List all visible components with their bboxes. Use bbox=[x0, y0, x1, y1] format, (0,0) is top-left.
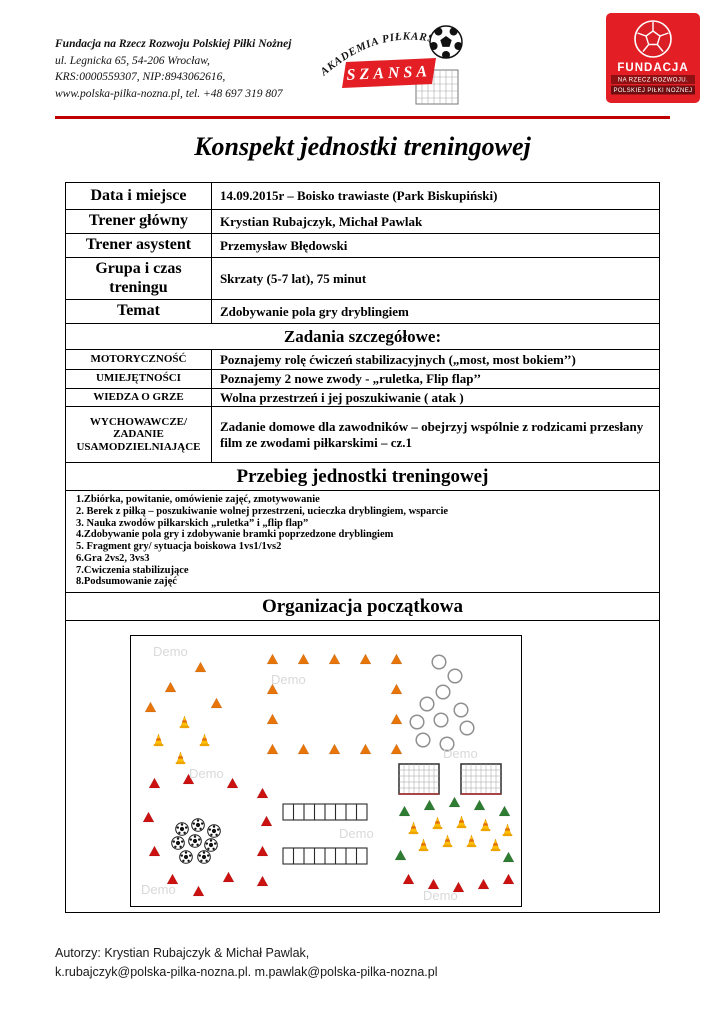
foundation-name: FUNDACJA bbox=[617, 62, 688, 74]
organisation-address: ul. Legnicka 65, 54-206 Wrocław, bbox=[55, 54, 210, 67]
diagram-row: Demo Demo Demo Demo Demo Demo Demo bbox=[65, 620, 660, 914]
footballs-cluster bbox=[171, 817, 221, 864]
plan-item: 4.Zdobywanie pola gry i zdobywanie bramk… bbox=[76, 529, 394, 541]
detail-value: Poznajemy rolę ćwiczeń stabilizacyjnych … bbox=[210, 349, 661, 370]
training-plan-table: Data i miejsce 14.09.2015r – Boisko traw… bbox=[65, 182, 661, 914]
organisation-contact: www.polska-pilka-nozna.pl, tel. +48 697 … bbox=[55, 88, 283, 101]
foundation-subtitle-2: POLSKIEJ PIŁKI NOŻNEJ bbox=[613, 87, 692, 94]
row-value: Zdobywanie pola gry dryblingiem bbox=[210, 299, 661, 324]
row-label: Temat bbox=[65, 299, 212, 324]
plan-item: 8.Podsumowanie zajęć bbox=[76, 576, 177, 588]
info-row: Trener asystent Przemysław Błędowski bbox=[65, 233, 661, 258]
plan-item: 1.Zbiórka, powitanie, omówienie zajęć, z… bbox=[76, 494, 320, 506]
detail-value: Poznajemy 2 nowe zwody - „ruletka, Flip … bbox=[210, 369, 661, 389]
organisation-registration: KRS:0000559307, NIP:8943062616, bbox=[55, 71, 226, 84]
plan-item: 6.Gra 2vs2, 3vs3 bbox=[76, 552, 150, 564]
field-drawing bbox=[142, 653, 515, 896]
diagram-cell: Demo Demo Demo Demo Demo Demo Demo bbox=[65, 620, 660, 914]
info-row: Grupa i czas treningu Skrzaty (5-7 lat),… bbox=[65, 257, 661, 300]
red-cones-bottomright bbox=[402, 873, 515, 892]
organisation-info: Fundacja na Rzecz Rozwoju Polskiej Piłki… bbox=[55, 36, 327, 103]
detail-row: WIEDZA O GRZE Wolna przestrzeń i jej pos… bbox=[65, 387, 661, 408]
info-row: Data i miejsce 14.09.2015r – Boisko traw… bbox=[65, 182, 661, 210]
striped-cones-bottomright bbox=[408, 815, 513, 852]
detail-label: WIEDZA O GRZE bbox=[65, 387, 212, 408]
detail-label: WYCHOWAWCZE/ ZADANIE USAMODZIELNIAJĄCE bbox=[65, 406, 212, 464]
section-title-plan: Przebieg jednostki treningowej bbox=[65, 462, 660, 492]
striped-cones-topleft bbox=[153, 715, 210, 765]
detail-label: UMIEJĘTNOŚCI bbox=[65, 369, 212, 389]
row-value: Przemysław Błędowski bbox=[210, 233, 661, 258]
cone-rectangle-grid bbox=[266, 653, 403, 754]
row-label: Trener główny bbox=[65, 209, 212, 234]
academy-name-banner: SZANSA bbox=[342, 58, 436, 88]
row-value: 14.09.2015r – Boisko trawiaste (Park Bis… bbox=[210, 182, 661, 210]
authors-footer: Autorzy: Krystian Rubajczyk & Michał Paw… bbox=[55, 944, 438, 983]
plan-item: 3. Nauka zwodów piłkarskich „ruletka” i … bbox=[76, 517, 309, 529]
training-field-diagram: Demo Demo Demo Demo Demo Demo Demo bbox=[130, 634, 522, 907]
header-divider bbox=[55, 116, 670, 119]
detail-label: MOTORYCZNOŚĆ bbox=[65, 349, 212, 370]
row-value: Skrzaty (5-7 lat), 75 minut bbox=[210, 257, 661, 300]
agility-ladders bbox=[282, 803, 368, 865]
plan-item: 2. Berek z piłką – poszukiwanie wolnej p… bbox=[76, 505, 449, 517]
page-title: Konspekt jednostki treningowej bbox=[194, 132, 531, 161]
academy-name: SZANSA bbox=[346, 63, 431, 84]
goal-sketch-icon bbox=[415, 69, 459, 105]
row-label: Trener asystent bbox=[65, 233, 212, 258]
organisation-name: Fundacja na Rzecz Rozwoju Polskiej Piłki… bbox=[55, 38, 292, 50]
row-label: Data i miejsce bbox=[65, 182, 212, 210]
section-row: Zadania szczegółowe: bbox=[65, 323, 660, 350]
mini-goals bbox=[398, 762, 502, 795]
row-label: Grupa i czas treningu bbox=[65, 257, 212, 300]
foundation-subtitle-1: NA RZECZ ROZWOJU. bbox=[618, 78, 688, 84]
section-title-organisation: Organizacja początkowa bbox=[65, 592, 660, 622]
detail-row: MOTORYCZNOŚĆ Poznajemy rolę ćwiczeń stab… bbox=[65, 349, 661, 370]
detail-row: UMIEJĘTNOŚCI Poznajemy 2 nowe zwody - „r… bbox=[65, 369, 661, 389]
foundation-logo: FUNDACJA NA RZECZ ROZWOJU. POLSKIEJ PIŁK… bbox=[606, 13, 700, 103]
section-row: Organizacja początkowa bbox=[65, 592, 660, 622]
detail-value: Zadanie domowe dla zawodników – obejrzyj… bbox=[210, 406, 661, 464]
academy-logo: AKADEMIA PIŁKARSKA SZANSA bbox=[318, 25, 463, 105]
row-value: Krystian Rubajczyk, Michał Pawlak bbox=[210, 209, 661, 234]
detail-row: WYCHOWAWCZE/ ZADANIE USAMODZIELNIAJĄCE Z… bbox=[65, 406, 661, 464]
plan-item: 7.Ćwiczenia stabilizujące bbox=[76, 564, 189, 576]
info-row: Temat Zdobywanie pola gry dryblingiem bbox=[65, 299, 661, 324]
plan-item: 5. Fragment gry/ sytuacja boiskowa 1vs1/… bbox=[76, 541, 282, 553]
red-cones-left bbox=[142, 773, 273, 896]
foundation-ball-icon bbox=[634, 20, 672, 58]
section-row: Przebieg jednostki treningowej bbox=[65, 462, 660, 492]
plan-row: 1.Zbiórka, powitanie, omówienie zajęć, z… bbox=[65, 490, 660, 594]
plan-list: 1.Zbiórka, powitanie, omówienie zajęć, z… bbox=[65, 490, 660, 594]
authors-contact-line: k.rubajczyk@polska-pilka-nozna.pl. m.paw… bbox=[55, 965, 438, 980]
section-title-details: Zadania szczegółowe: bbox=[65, 323, 660, 350]
detail-value: Wolna przestrzeń i jej poszukiwanie ( at… bbox=[210, 387, 661, 408]
rings-topright bbox=[409, 654, 475, 752]
soccer-ball-icon bbox=[429, 25, 463, 59]
info-row: Trener główny Krystian Rubajczyk, Michał… bbox=[65, 209, 661, 234]
authors-line: Autorzy: Krystian Rubajczyk & Michał Paw… bbox=[55, 946, 310, 960]
orange-cones-topleft bbox=[144, 661, 223, 712]
